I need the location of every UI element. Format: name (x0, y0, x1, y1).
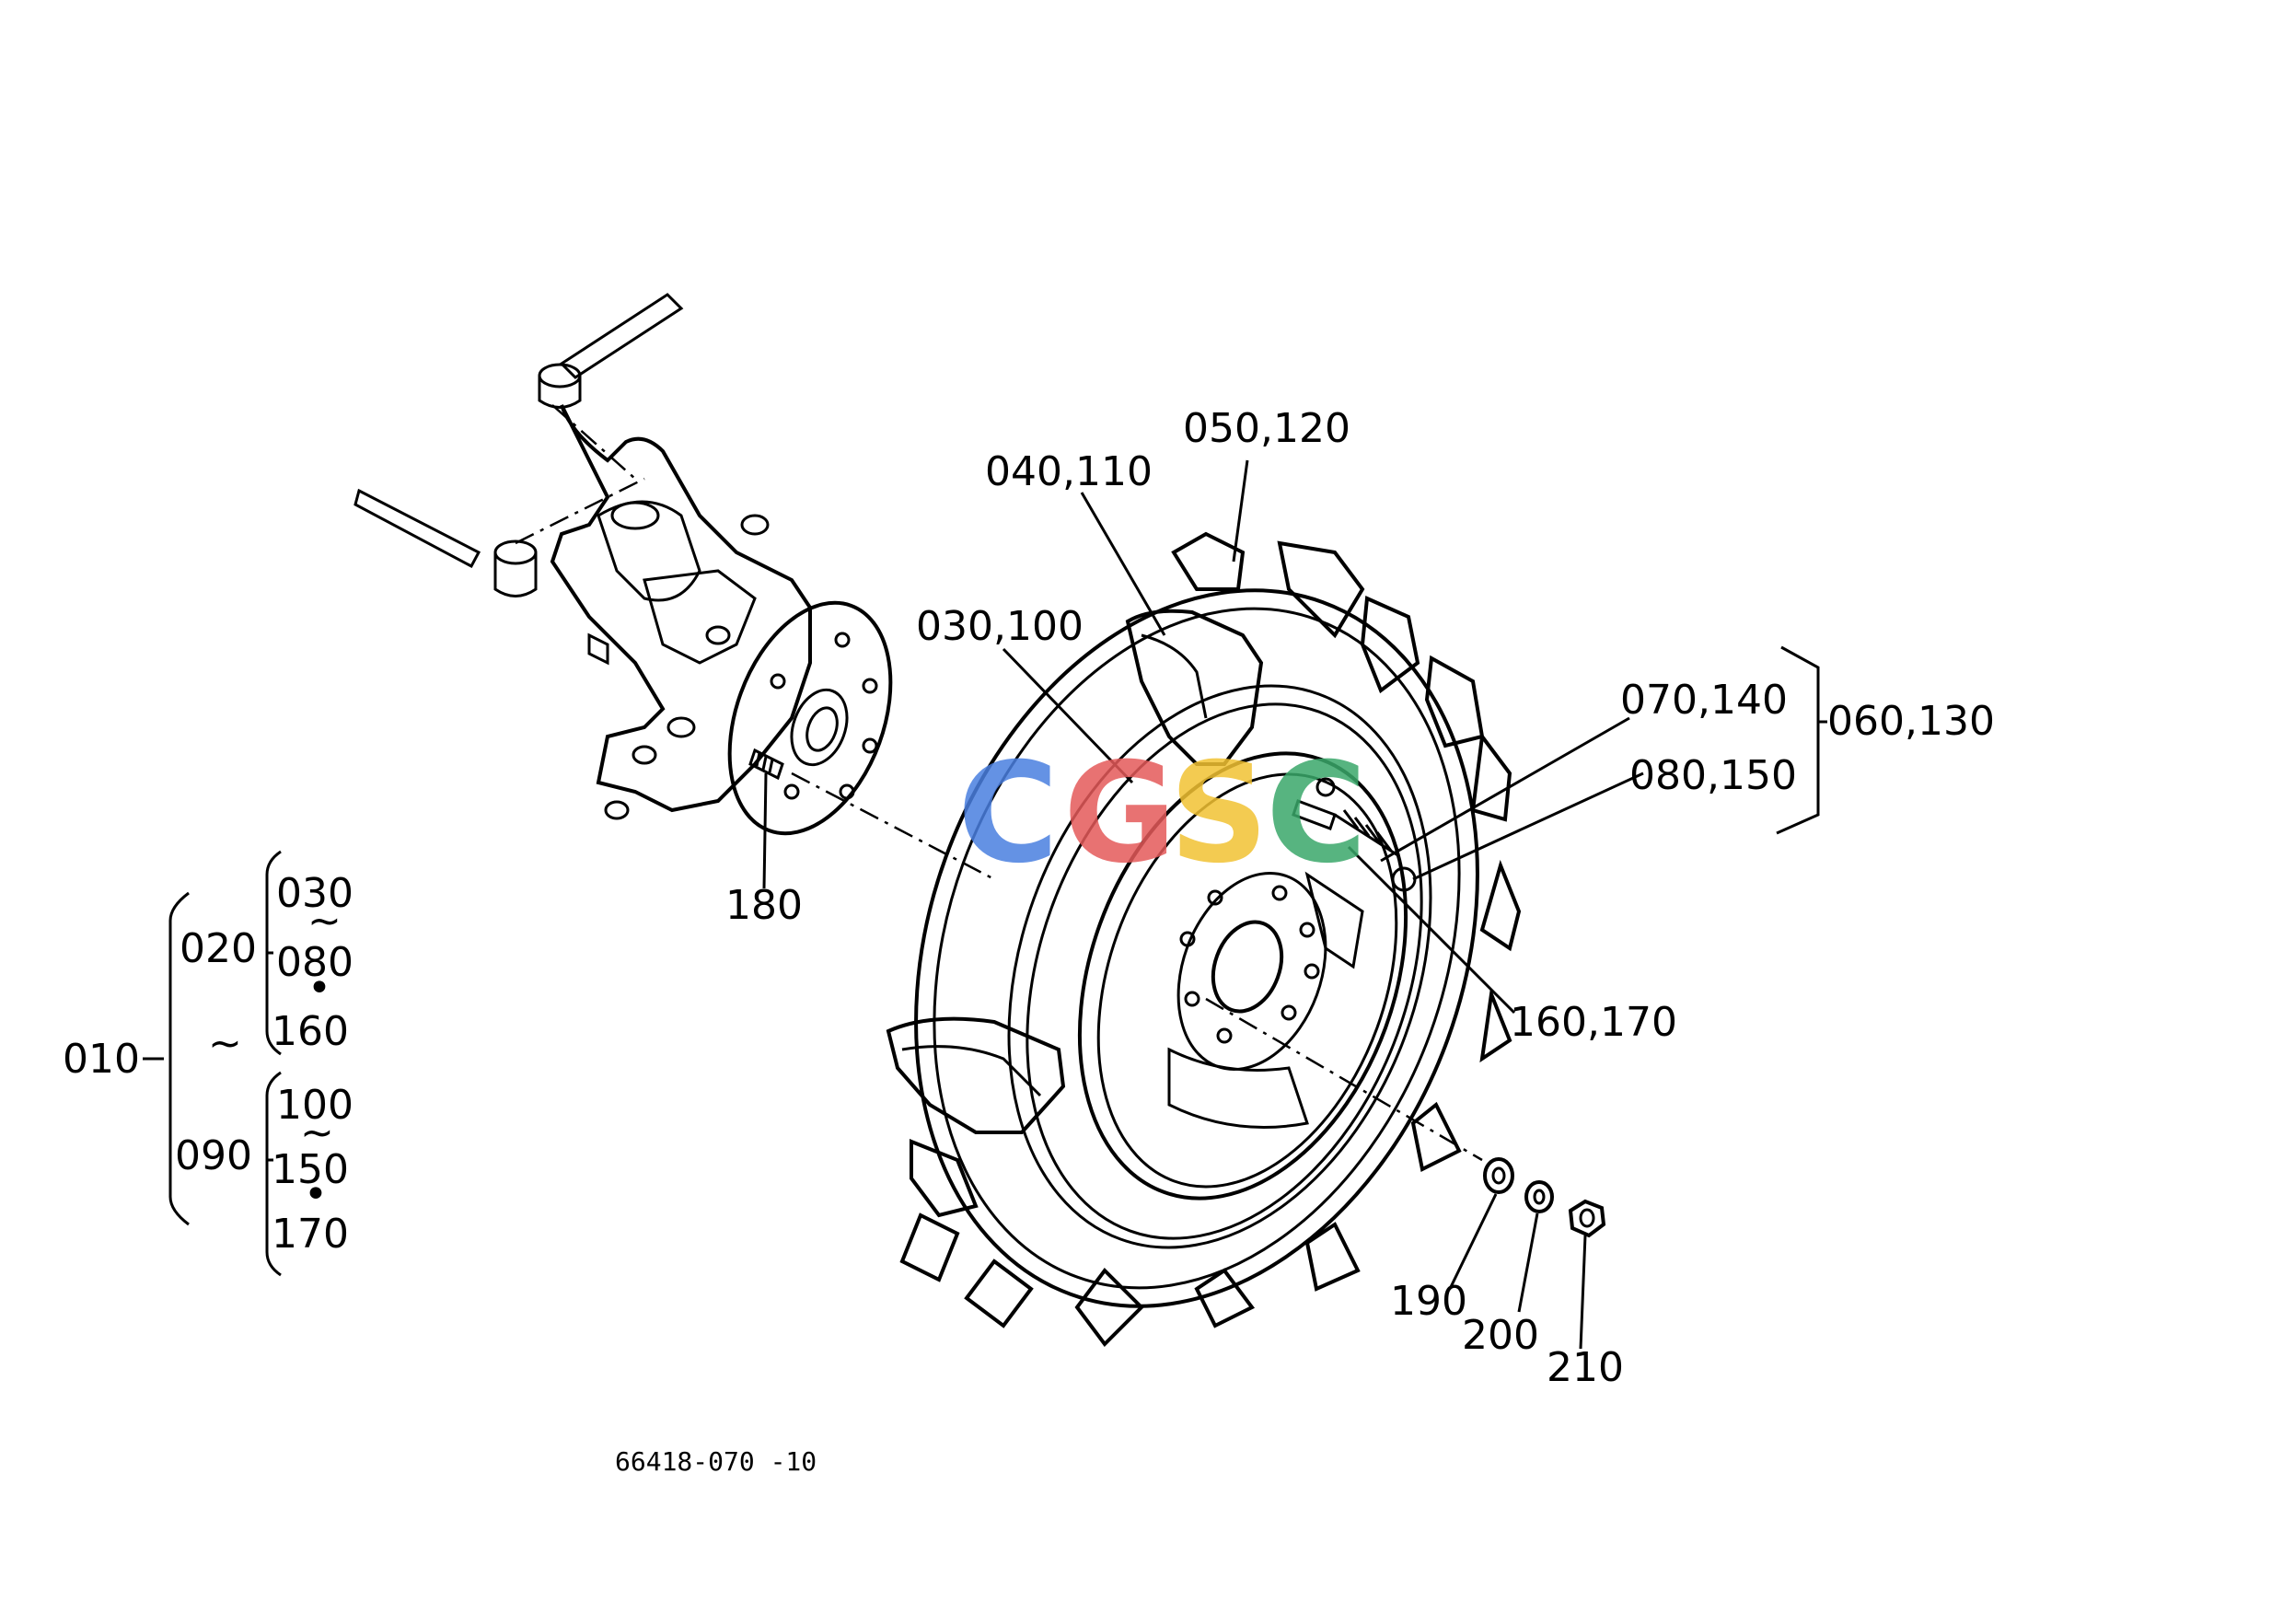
callout-160-170: 160,170 (1510, 999, 1677, 1046)
watermark-letter: C (1266, 734, 1367, 894)
wheel-assembly (886, 531, 1522, 1348)
tree-brackets (143, 850, 282, 1277)
callout-080-150: 080,150 (1629, 752, 1797, 799)
tree-group-020: 020 (180, 925, 257, 972)
tree-item: 170 (272, 1211, 349, 1258)
tree-item: 080 (276, 939, 353, 986)
callout-210: 210 (1547, 1344, 1624, 1391)
callout-040-110: 040,110 (985, 448, 1153, 495)
drawing-code: 66418-070 -10 (615, 1446, 817, 1477)
callout-060-130: 060,130 (1827, 698, 1995, 745)
tree-item: ~ (307, 898, 342, 945)
callout-190: 190 (1390, 1278, 1467, 1325)
fasteners (1205, 997, 1606, 1238)
watermark-letter: G (1063, 734, 1176, 894)
callout-180: 180 (725, 882, 803, 929)
nut-210 (1568, 1199, 1606, 1238)
callout-030-100: 030,100 (916, 603, 1084, 650)
callout-200: 200 (1462, 1312, 1539, 1359)
callout-050-120: 050,120 (1183, 405, 1350, 452)
watermark-letter: S (1169, 734, 1269, 894)
tree-item: ~ (300, 1109, 334, 1156)
gearbox-assembly (353, 293, 995, 881)
tree-mid-tilde: ~ (208, 1020, 242, 1067)
leader-lines (762, 459, 1827, 1350)
watermark-letter: C (957, 734, 1059, 894)
tree-item: 160 (272, 1008, 349, 1055)
tree-item: • (304, 1171, 328, 1218)
tree-item: 100 (276, 1082, 353, 1129)
tree-item: 030 (276, 870, 353, 917)
washer-190 (1483, 1157, 1514, 1194)
callout-070-140: 070,140 (1620, 677, 1788, 724)
watermark: C G S C (957, 734, 1367, 894)
callout-labels: 050,120 040,110 030,100 070,140 080,150 … (725, 405, 1995, 1391)
tree-root-010: 010 (63, 1036, 140, 1083)
lock-washer-200 (1524, 1180, 1554, 1213)
tree-item: • (307, 965, 331, 1012)
tree-item: 150 (272, 1146, 349, 1193)
assembly-tree: 010 020 030 ~ 080 • 160 ~ 090 100 ~ 150 … (63, 870, 353, 1258)
tree-group-090: 090 (175, 1132, 252, 1179)
